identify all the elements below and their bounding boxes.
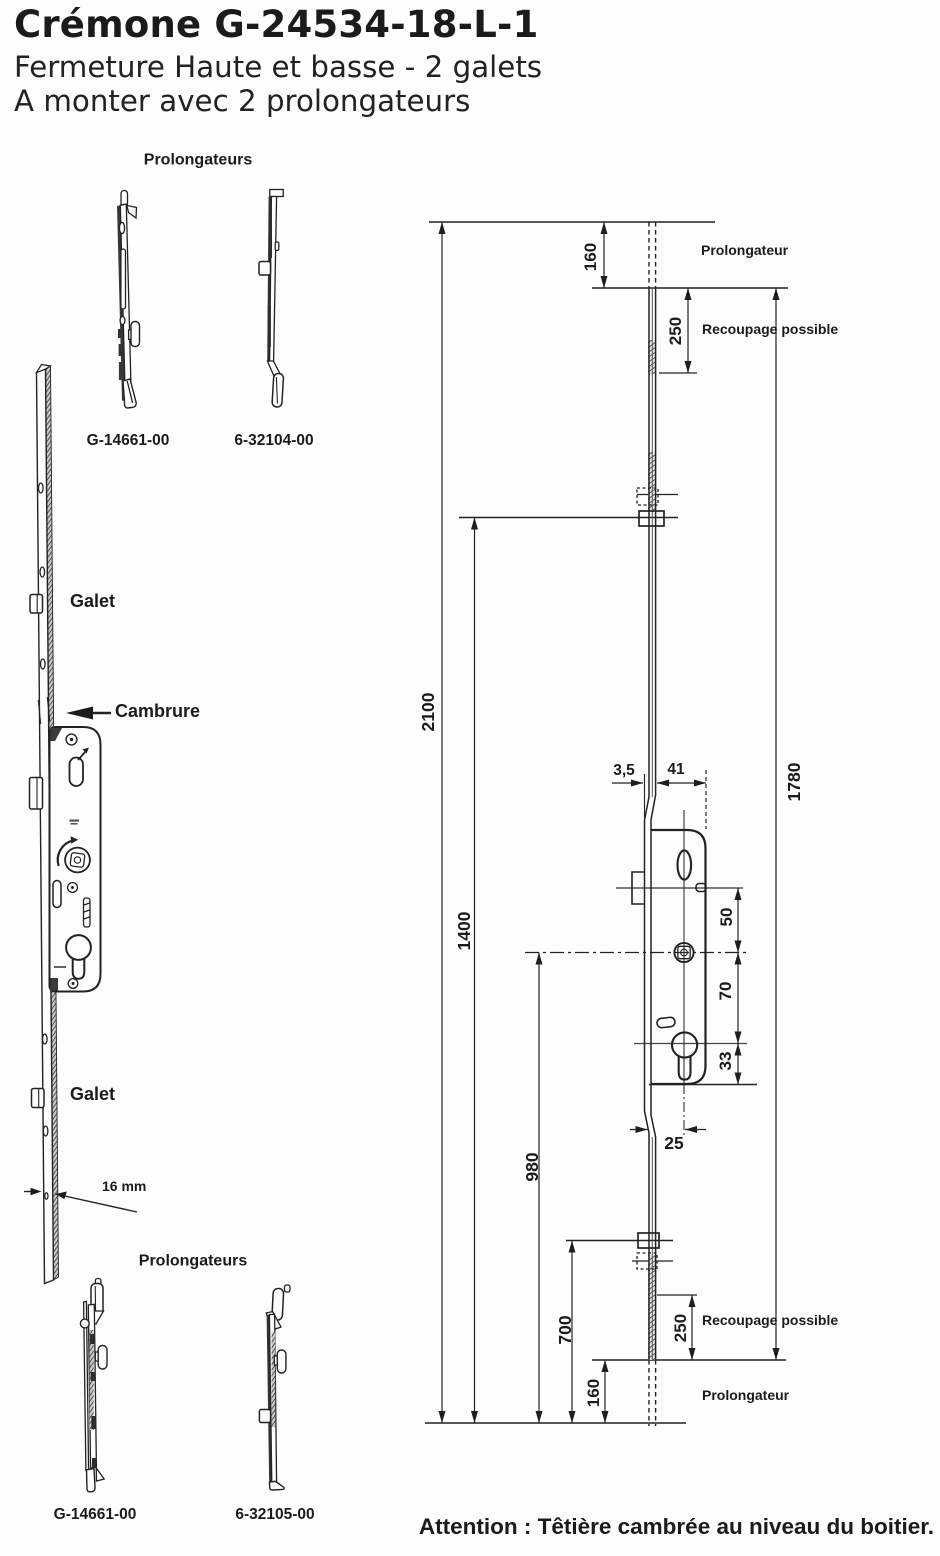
- part-dark-edge: [266, 1314, 272, 1485]
- case-screw-top: [65, 733, 78, 746]
- dim-41: 41: [667, 760, 685, 778]
- part-roller: [94, 1344, 108, 1370]
- top-slot-hole: [676, 849, 693, 881]
- prolongateurs-bottom-label: Prolongateurs: [138, 1252, 248, 1270]
- part-ref-632104: 6-32104-00: [234, 431, 314, 449]
- part-hook: [126, 204, 138, 220]
- page-title: Crémone G-24534-18-L-1: [14, 3, 539, 46]
- extender-part-632104: [258, 188, 285, 408]
- dim-250-top: 250: [666, 316, 686, 346]
- case-top-tab: [50, 728, 62, 741]
- dimension-drawing: [425, 221, 788, 1426]
- case-screw-bottom: [67, 978, 79, 989]
- cambrure-label: Cambrure: [115, 701, 201, 721]
- thickness-dimension: [24, 1187, 138, 1213]
- recoupage-bottom-annotation: Recoupage possible: [702, 1312, 839, 1328]
- part-left-block: [258, 1408, 272, 1424]
- faceplate-rail: [643, 222, 657, 1426]
- bottom-roller: [636, 1232, 660, 1270]
- dim-50: 50: [717, 907, 737, 927]
- handle-rotation-arc: [56, 836, 79, 867]
- cambrure-arrow: [66, 706, 111, 720]
- part-top-tab: [269, 188, 284, 198]
- recoupage-top-annotation: Recoupage possible: [702, 321, 839, 337]
- case-euro-cylinder: [65, 934, 92, 980]
- part-bottom-wedge: [95, 1465, 106, 1482]
- extender-part-632105: [258, 1284, 291, 1491]
- dim-3-5: 3,5: [613, 761, 635, 779]
- euro-cylinder-hole: [670, 1031, 699, 1081]
- case-top-slot: [68, 756, 84, 787]
- dim-70: 70: [716, 981, 736, 1001]
- prolongateurs-top-label: Prolongateurs: [143, 151, 253, 169]
- case-bottom-tab: [50, 978, 58, 991]
- extender-part-g14661-bottom: [79, 1277, 108, 1493]
- small-slot: [656, 1016, 676, 1029]
- part-top-nub: [283, 1284, 291, 1293]
- pictorial-drawing: [24, 188, 291, 1493]
- bar-holes: [37, 482, 49, 1200]
- page-subtitle-2: A monter avec 2 prolongateurs: [14, 84, 471, 118]
- part-left-block: [258, 260, 272, 276]
- dim-980: 980: [521, 1152, 542, 1182]
- part-foot: [85, 1467, 96, 1493]
- part-nub: [274, 241, 280, 252]
- dim-25: 25: [664, 1132, 684, 1153]
- thickness-label: 16 mm: [102, 1178, 147, 1194]
- dim-1780: 1780: [783, 762, 804, 802]
- handle-follower: [673, 941, 695, 964]
- extender-dashed-rail-bottom: [648, 1360, 657, 1426]
- dim-160-top: 160: [581, 242, 601, 272]
- case-right-slot: [82, 897, 91, 928]
- galet-roller-bottom: [30, 1087, 45, 1109]
- top-roller: [636, 487, 665, 527]
- dim-33: 33: [716, 1051, 736, 1071]
- part-ref-632105: 6-32105-00: [235, 1505, 315, 1523]
- dim-700: 700: [554, 1315, 575, 1345]
- part-ref-g14661-top: G-14661-00: [86, 431, 170, 449]
- attention-note: Attention : Têtière cambrée au niveau du…: [418, 1514, 934, 1539]
- case-left-slot: [52, 879, 62, 909]
- bar-top-bevel: [35, 363, 53, 374]
- gearbox-outline: [631, 828, 707, 1086]
- dim-160-bottom: 160: [584, 1378, 604, 1408]
- cambrure-crease-left: [37, 699, 42, 725]
- galet-roller-top: [29, 593, 44, 614]
- extender-part-g14661-top: [117, 189, 141, 409]
- case-tiny-marking: [69, 819, 79, 825]
- extender-dashed-rail-top: [648, 222, 657, 288]
- dimension-lines: [438, 222, 780, 1423]
- prolongateur-bottom-annotation: Prolongateur: [702, 1387, 790, 1403]
- part-left-knob: [79, 1318, 90, 1329]
- part-ref-g14661-bottom: G-14661-00: [53, 1505, 137, 1523]
- case-outline: [48, 726, 102, 993]
- lock-case: [48, 726, 102, 993]
- part-foot: [268, 1480, 285, 1491]
- cambrure-crease-right: [46, 696, 51, 722]
- part-foot: [122, 378, 137, 409]
- prolongateur-top-annotation: Prolongateur: [701, 242, 789, 258]
- galet-top-label: Galet: [70, 591, 116, 611]
- part-foot-loop: [271, 372, 285, 408]
- case-screw-mid: [66, 881, 79, 894]
- reference-lines: [425, 221, 788, 1424]
- cam-block-pictorial: [28, 776, 44, 810]
- cam-block: [631, 871, 645, 905]
- galet-bottom-label: Galet: [70, 1084, 116, 1104]
- page-subtitle-1: Fermeture Haute et basse - 2 galets: [14, 50, 543, 84]
- dim-1400: 1400: [453, 911, 474, 951]
- part-roller: [127, 320, 141, 348]
- part-roller: [273, 1349, 287, 1374]
- dim-250-bottom: 250: [671, 1313, 691, 1343]
- case-follower: [64, 846, 91, 874]
- secondary-lines: [459, 372, 757, 1296]
- side-notch: [695, 882, 707, 893]
- dim-2100: 2100: [417, 692, 438, 732]
